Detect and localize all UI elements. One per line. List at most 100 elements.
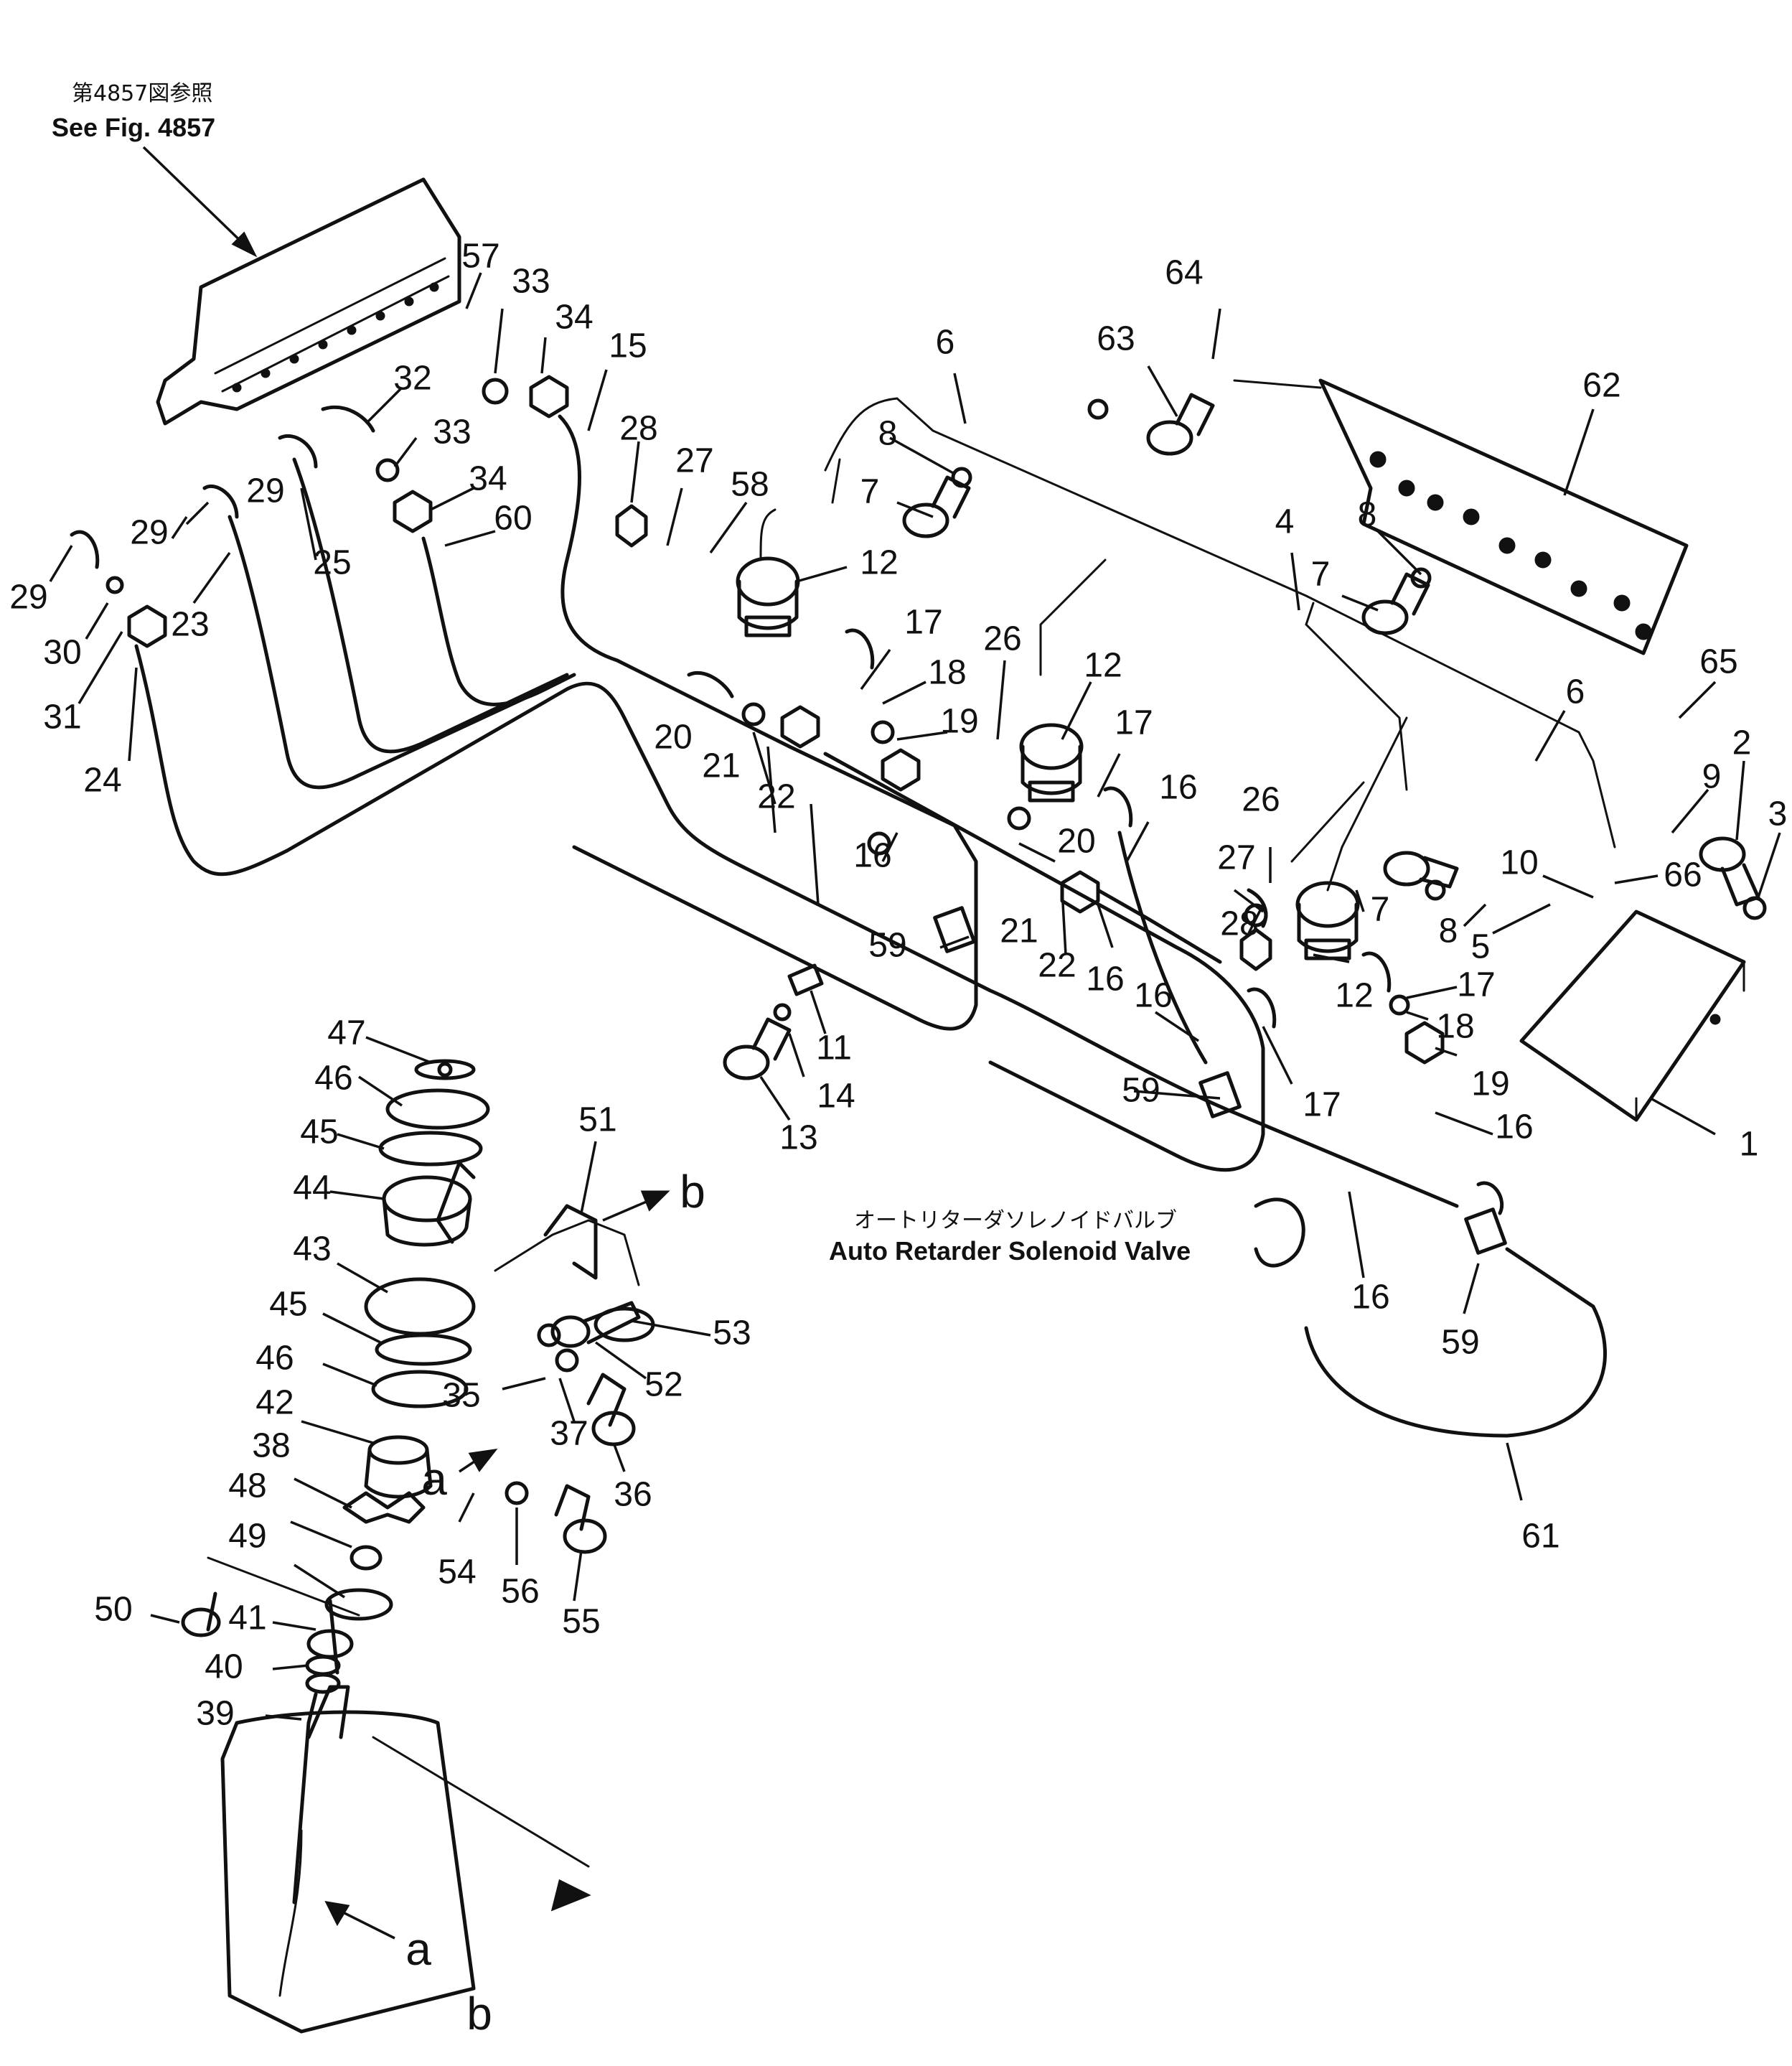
figure-reference-note: 第4857図参照 See Fig. 4857 <box>52 81 258 258</box>
callout-42: 42 <box>255 1384 294 1422</box>
callout-7: 7 <box>860 473 880 511</box>
callout-8b: 8 <box>1358 496 1377 534</box>
callout-32: 32 <box>393 360 431 398</box>
callout-51: 51 <box>578 1101 616 1139</box>
callout-43: 43 <box>293 1230 331 1268</box>
hose-16-c <box>1117 831 1208 1065</box>
callout-33b: 33 <box>433 413 471 452</box>
fittings <box>70 375 1767 1505</box>
callout-19: 19 <box>940 703 978 741</box>
callout-44: 44 <box>293 1169 331 1207</box>
callout-4: 4 <box>1275 503 1295 541</box>
callout-46b: 46 <box>255 1340 294 1378</box>
bracket-51 <box>543 1190 670 1280</box>
letter-b-upper: b <box>680 1166 705 1217</box>
callout-59b: 59 <box>1122 1072 1160 1110</box>
valve-caption-english: Auto Retarder Solenoid Valve <box>829 1236 1191 1266</box>
callout-48: 48 <box>228 1467 266 1505</box>
callout-59: 59 <box>868 927 906 965</box>
hose-25 <box>292 457 569 754</box>
callout-49: 49 <box>228 1518 266 1556</box>
callout-24: 24 <box>83 762 121 800</box>
callout-25: 25 <box>313 544 351 582</box>
leader-lines <box>49 272 1781 1721</box>
bolt-52 <box>550 1301 641 1348</box>
hose-16-b <box>1096 888 1222 964</box>
callout-26: 26 <box>983 620 1021 658</box>
callout-14: 14 <box>817 1078 855 1116</box>
callout-34: 34 <box>555 299 593 337</box>
callout-28: 28 <box>619 410 657 448</box>
callout-57: 57 <box>461 238 499 276</box>
callout-58: 58 <box>731 466 769 504</box>
callout-55: 55 <box>562 1603 600 1641</box>
callout-12c: 12 <box>1335 977 1373 1015</box>
callout-50: 50 <box>94 1591 132 1629</box>
callout-7b: 7 <box>1311 556 1331 594</box>
bolt-55 <box>554 1484 607 1554</box>
hose-15 <box>558 414 978 1031</box>
callout-31: 31 <box>43 698 81 737</box>
callout-62: 62 <box>1582 367 1620 405</box>
callout-52: 52 <box>644 1366 682 1404</box>
bolt-7c <box>1383 851 1459 889</box>
letter-a-lower: a <box>405 1923 431 1975</box>
callout-3: 3 <box>1768 795 1788 833</box>
callout-47: 47 <box>327 1014 365 1052</box>
callout-28b: 28 <box>1220 905 1258 943</box>
callout-29b: 29 <box>246 472 284 510</box>
callout-65: 65 <box>1699 643 1737 681</box>
hose-24 <box>134 644 1459 1208</box>
callout-37: 37 <box>550 1415 588 1453</box>
callout-6b: 6 <box>1566 673 1585 711</box>
callout-63: 63 <box>1097 320 1135 358</box>
callout-33: 33 <box>512 263 550 301</box>
manifold-block <box>156 177 461 426</box>
callout-38: 38 <box>252 1427 290 1465</box>
hose-16-a <box>823 752 1265 1172</box>
lever-assembly <box>181 1059 655 2034</box>
callout-64: 64 <box>1165 254 1203 292</box>
callout-10: 10 <box>1500 844 1538 882</box>
callout-21: 21 <box>702 747 740 785</box>
callout-54: 54 <box>438 1553 476 1591</box>
callout-19b: 19 <box>1471 1065 1509 1103</box>
callout-61: 61 <box>1521 1518 1559 1556</box>
hose-23 <box>227 515 562 790</box>
wiring-harness <box>824 397 1616 892</box>
callout-7c: 7 <box>1371 891 1390 929</box>
hose-60 <box>421 536 576 706</box>
bolt-13 <box>723 1017 792 1080</box>
callout-60: 60 <box>494 500 532 538</box>
callout-20b: 20 <box>1057 823 1095 861</box>
callout-18b: 18 <box>1436 1008 1474 1046</box>
callout-34b: 34 <box>469 460 507 498</box>
solenoid-valve-1 <box>736 508 800 637</box>
solenoid-valve-2 <box>1019 723 1084 803</box>
callout-21b: 21 <box>1000 912 1038 950</box>
callout-39: 39 <box>196 1695 234 1733</box>
callout-30: 30 <box>43 634 81 672</box>
callout-29a: 29 <box>9 579 47 617</box>
callout-numbers: 57 33 34 15 32 33 34 60 28 27 58 12 29 2… <box>9 238 1787 1733</box>
callout-17c: 17 <box>1457 966 1495 1004</box>
callout-53: 53 <box>713 1314 751 1352</box>
callout-1: 1 <box>1740 1126 1759 1164</box>
callout-40: 40 <box>205 1648 243 1686</box>
callout-45b: 45 <box>269 1286 307 1324</box>
callout-11: 11 <box>816 1029 852 1067</box>
callout-16e: 16 <box>1134 977 1172 1015</box>
callout-17: 17 <box>904 604 942 642</box>
bolt-36 <box>586 1373 636 1446</box>
callout-27b: 27 <box>1217 839 1255 877</box>
callout-17b: 17 <box>1115 704 1153 742</box>
callout-41: 41 <box>228 1599 266 1637</box>
callout-29c: 29 <box>130 514 168 552</box>
callout-5: 5 <box>1471 928 1491 966</box>
callout-12: 12 <box>860 544 898 582</box>
callout-22: 22 <box>757 778 795 816</box>
callout-13: 13 <box>779 1119 817 1157</box>
callout-16d: 16 <box>1495 1108 1533 1146</box>
callout-18: 18 <box>928 654 966 692</box>
